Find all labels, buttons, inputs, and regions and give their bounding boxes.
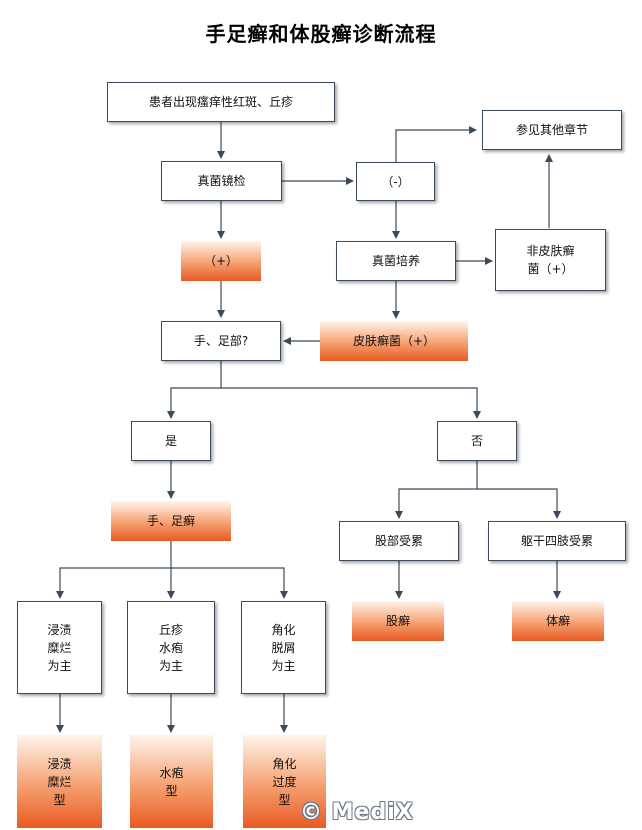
node-positive: （+） bbox=[181, 241, 261, 281]
edge-hand-foot-no bbox=[221, 387, 481, 419]
node-tinea-cruris: 股癣 bbox=[352, 601, 444, 641]
edge-tinea-mp-keratotic bbox=[171, 567, 288, 599]
node-non-derm: 非皮肤癣 菌（+） bbox=[495, 229, 606, 291]
node-tinea-corporis: 体癣 bbox=[512, 601, 604, 641]
node-yes: 是 bbox=[131, 421, 211, 461]
node-see-other: 参见其他章节 bbox=[482, 110, 622, 150]
node-patient: 患者出现瘙痒性红斑、丘疹 bbox=[107, 82, 335, 122]
node-trunk: 躯干四肢受累 bbox=[488, 521, 626, 561]
node-culture: 真菌培养 bbox=[336, 241, 456, 281]
node-papule: 丘疹 水疱 为主 bbox=[127, 601, 215, 694]
node-type-hyperkeratotic: 角化 过度 型 bbox=[243, 735, 326, 828]
edge-no-split bbox=[395, 461, 478, 519]
node-negative: （-） bbox=[356, 162, 435, 201]
edge-tinea-mp-split bbox=[56, 541, 172, 599]
node-no: 否 bbox=[437, 421, 517, 461]
node-groin: 股部受累 bbox=[339, 521, 459, 561]
diagram-title: 手足癣和体股癣诊断流程 bbox=[205, 22, 437, 46]
node-macerated: 浸渍 糜烂 为主 bbox=[17, 601, 102, 694]
node-type-vesicular: 水疱 型 bbox=[130, 735, 213, 828]
node-keratotic: 角化 脱屑 为主 bbox=[241, 601, 326, 694]
node-tinea-manuum-pedis: 手、足癣 bbox=[111, 501, 231, 541]
node-hand-foot-question: 手、足部? bbox=[161, 321, 281, 361]
edge-hand-foot-yes bbox=[167, 361, 222, 419]
medix-watermark: © MediX bbox=[300, 800, 414, 825]
node-microscopy: 真菌镜检 bbox=[161, 161, 282, 201]
node-derm-positive: 皮肤癣菌（+） bbox=[320, 321, 468, 361]
edge-negative-see-other bbox=[395, 126, 477, 162]
node-type-macerated: 浸渍 糜烂 型 bbox=[17, 735, 102, 828]
edge-no-trunk bbox=[477, 488, 561, 519]
